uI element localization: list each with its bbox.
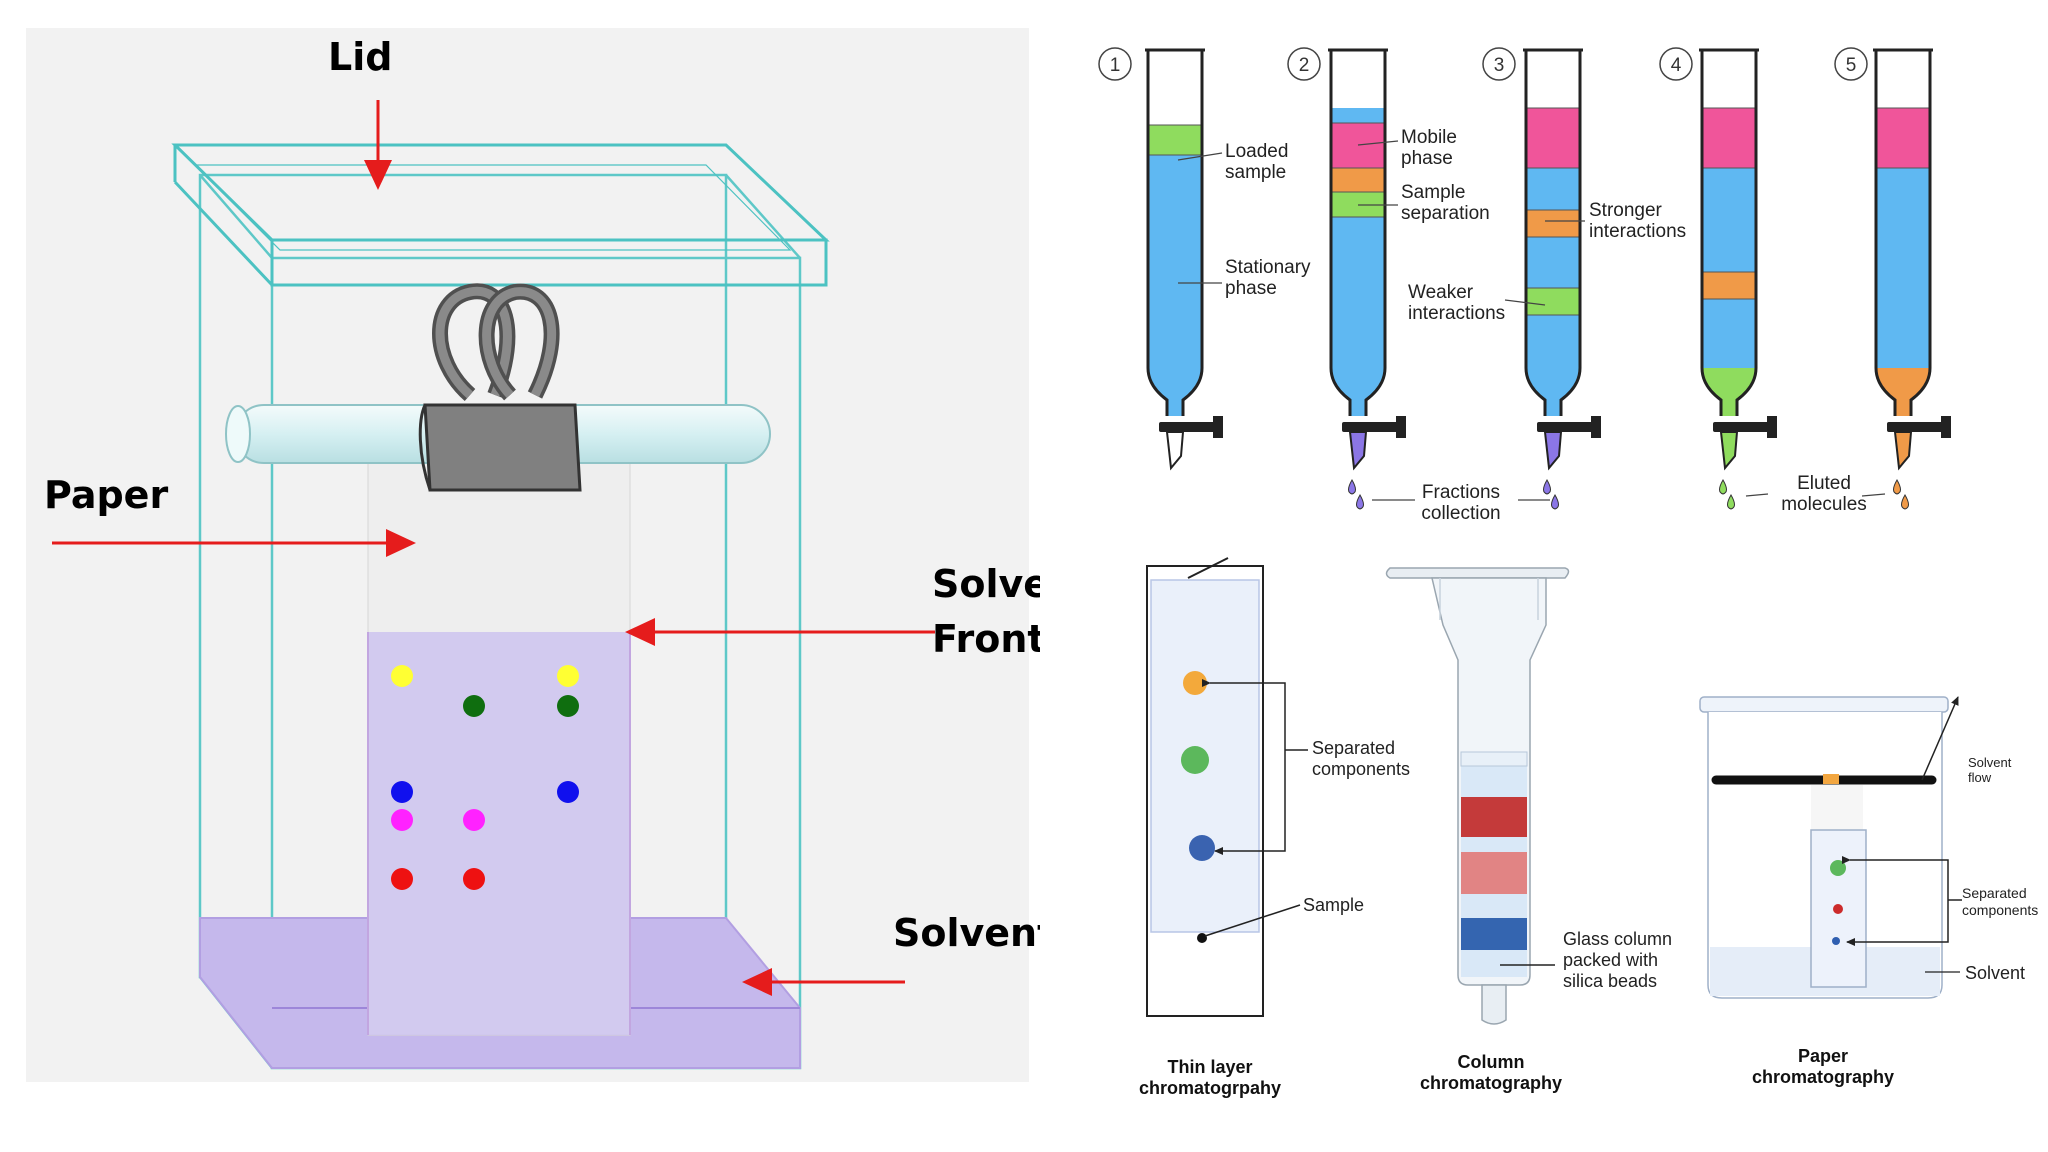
step-number: 3 — [1494, 55, 1505, 76]
stopcock — [1713, 422, 1771, 432]
droplet — [1543, 479, 1551, 495]
droplet — [1893, 479, 1901, 495]
chamber-spot — [557, 665, 579, 687]
step-number: 5 — [1846, 55, 1857, 76]
solvent-wetted-region — [368, 632, 630, 1035]
column-band — [1526, 210, 1580, 237]
tlc-spot — [1189, 835, 1215, 861]
solvent-label: Solvent — [893, 911, 1055, 955]
column-tip — [1543, 431, 1563, 471]
pointer-arrows — [52, 100, 935, 996]
stopcock — [1887, 422, 1945, 432]
paper-solvent-label: Solvent — [1965, 963, 2025, 983]
paper-spot — [1832, 937, 1840, 945]
chamber-spot — [391, 665, 413, 687]
stationary-phase — [1876, 108, 1930, 416]
droplet — [1356, 494, 1364, 510]
stationary-phase — [1526, 108, 1580, 416]
paper-spot — [1830, 860, 1846, 876]
droplet — [1551, 494, 1559, 510]
solvent-front-label-line2: Front — [932, 617, 1046, 661]
lid-plate — [171, 143, 830, 287]
stationary-phase — [1702, 108, 1756, 416]
paper-label: Paper — [44, 473, 168, 517]
column-tube — [1524, 50, 1582, 416]
column-band — [1526, 288, 1580, 315]
tlc-spot — [1181, 746, 1209, 774]
column-tube — [1874, 50, 1932, 416]
step-number: 1 — [1110, 55, 1121, 76]
column-tube — [1329, 50, 1387, 416]
chamber-spot — [391, 781, 413, 803]
column-band — [1702, 108, 1756, 168]
column-band — [1331, 168, 1385, 192]
chamber-spot — [463, 868, 485, 890]
chamber-spot — [391, 868, 413, 890]
chamber-spot — [463, 695, 485, 717]
stationary-phase — [1148, 125, 1202, 416]
step-number: 2 — [1299, 55, 1310, 76]
column-band — [1876, 108, 1930, 168]
column-tip — [1893, 431, 1913, 471]
stopcock — [1537, 422, 1595, 432]
step-number: 4 — [1671, 55, 1682, 76]
column-band — [1526, 108, 1580, 168]
column-tube — [1146, 50, 1204, 416]
chamber-spot — [463, 809, 485, 831]
droplet — [1719, 479, 1727, 495]
column-tube — [1700, 50, 1758, 416]
chamber-diagram: Lid Paper Solvent Front Solvent — [26, 28, 1094, 1082]
droplet — [1348, 479, 1356, 495]
lid-label: Lid — [328, 35, 392, 79]
column-tip — [1348, 431, 1368, 471]
stopcock — [1342, 422, 1400, 432]
column-band — [1461, 797, 1527, 837]
chamber-spot — [391, 809, 413, 831]
column-band — [1148, 125, 1202, 155]
droplet — [1727, 494, 1735, 510]
eluting-band — [1702, 368, 1756, 416]
column-tip — [1165, 431, 1185, 471]
column-tip — [1719, 431, 1739, 471]
column-band — [1461, 918, 1527, 950]
eluting-band — [1876, 368, 1930, 416]
spot-group — [391, 665, 579, 890]
chamber-spot — [557, 781, 579, 803]
tlc-sample-label: Sample — [1303, 895, 1364, 915]
column-band — [1331, 123, 1385, 168]
column-band — [1461, 852, 1527, 894]
column-band — [1702, 272, 1756, 299]
step-numbers: 1 2 3 4 5 — [1098, 47, 1868, 81]
stopcock — [1159, 422, 1217, 432]
binder-clip — [418, 283, 582, 492]
paper-spot — [1833, 904, 1843, 914]
chamber-spot — [557, 695, 579, 717]
tlc-sample-dot — [1197, 933, 1207, 943]
tlc-spot — [1183, 671, 1207, 695]
droplet — [1901, 494, 1909, 510]
